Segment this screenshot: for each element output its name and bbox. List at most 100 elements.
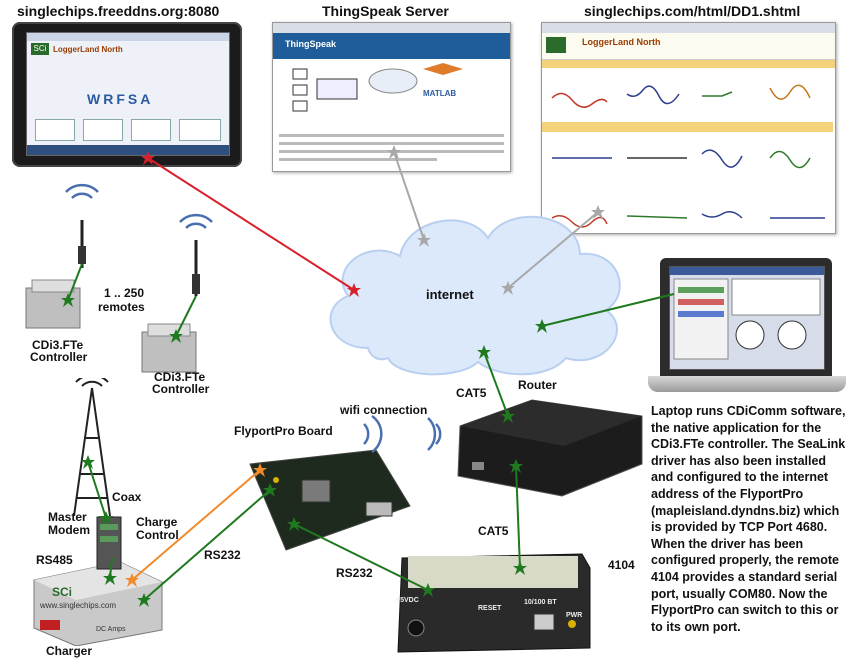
label-wifi: wifi connection [340, 403, 428, 417]
label-4104: 4104 [608, 558, 635, 572]
label-charge-2: Control [136, 528, 179, 542]
laptop-base [648, 376, 846, 392]
antenna-right [192, 240, 200, 296]
charger-dc-label: DC Amps [96, 626, 126, 633]
label-master-2: Modem [48, 523, 90, 537]
label-rs485: RS485 [36, 553, 73, 567]
internet-cloud [329, 215, 621, 376]
label-charger: Charger [46, 644, 93, 658]
link-star [347, 283, 361, 297]
link-thingspeak-internet [393, 151, 425, 241]
thingspeak-diagram [292, 63, 463, 112]
box-pwr-label: PWR [566, 612, 583, 619]
link-star [501, 409, 515, 423]
link-star [169, 329, 183, 343]
charger-site: www.singlechips.com [40, 601, 117, 610]
label-rs232-left: RS232 [204, 548, 241, 562]
dd1-charts [542, 84, 833, 228]
label-thingspeak: ThingSpeak Server [322, 3, 449, 19]
link-router-4104 [515, 465, 521, 569]
laptop-description: Laptop runs CDiComm software, the native… [651, 404, 846, 634]
label-controller-2a: CDi3.FTe [154, 370, 206, 384]
sci-logo [546, 37, 566, 53]
link-star [513, 561, 527, 575]
browser-bar [542, 23, 835, 33]
thingspeak-banner: ThingSpeak [273, 33, 510, 59]
thingspeak-screenshot: ThingSpeak MATLAB [272, 22, 511, 172]
link-dd1-internet [507, 211, 599, 289]
tablet-screen: SCi LoggerLand North WRFSA [26, 32, 230, 156]
link-star [535, 319, 549, 333]
dd1-header: LoggerLand North [542, 33, 835, 60]
tablet-device: SCi LoggerLand North WRFSA [12, 22, 242, 167]
dd1-title: LoggerLand North [582, 37, 661, 47]
label-dd1: singlechips.com/html/DD1.shtml [584, 3, 801, 19]
link-star [287, 517, 301, 531]
label-coax: Coax [112, 490, 142, 504]
tablet-browser-bar [27, 33, 229, 41]
link-star [421, 583, 435, 597]
link-tower-modem [87, 461, 107, 519]
label-rs232-right: RS232 [336, 566, 373, 580]
label-remotes-2: remotes [98, 300, 145, 314]
tablet-taskbar [27, 145, 229, 155]
link-star [103, 571, 117, 585]
label-remotes-1: 1 .. 250 [104, 286, 145, 300]
wifi-icon [179, 213, 213, 229]
link-star [141, 151, 155, 165]
link-star [477, 345, 491, 359]
link-star [99, 511, 113, 525]
label-master-1: Master [48, 510, 87, 524]
wifi-icon [65, 183, 99, 199]
laptop [648, 258, 846, 398]
tablet-plot [83, 119, 123, 141]
dd1-status-strip [542, 60, 835, 68]
tablet-plot [131, 119, 171, 141]
label-controller-2b: Controller [152, 382, 210, 396]
laptop-lid [660, 258, 832, 376]
tablet-plot [179, 119, 221, 141]
link-star [61, 293, 75, 307]
controller-right [141, 323, 197, 373]
flyportpro-board [249, 449, 411, 551]
browser-bar [273, 23, 510, 33]
label-charge-1: Charge [136, 515, 178, 529]
sci-logo: SCi [31, 43, 49, 55]
tablet-wordmark: WRFSA [87, 91, 154, 107]
dd1-screenshot: LoggerLand North [541, 22, 836, 234]
label-flyport: FlyportPro Board [234, 424, 333, 438]
link-rs232-left [143, 489, 271, 601]
antenna-left [78, 220, 86, 268]
cdicomm-window [670, 267, 824, 360]
thingspeak-page: MATLAB [273, 59, 510, 171]
label-cat5-top: CAT5 [456, 386, 487, 400]
charger-logo: SCi [52, 585, 73, 599]
label-cat5-bottom: CAT5 [478, 524, 509, 538]
link-tablet-internet [147, 157, 355, 291]
link-internet-laptop [541, 293, 675, 327]
link-rs232-right [293, 523, 429, 591]
link-star [417, 233, 431, 247]
label-controller-1b: Controller [30, 350, 88, 364]
link-remote-antenna-right [175, 295, 197, 337]
link-star [81, 455, 95, 469]
thingspeak-brand: ThingSpeak [285, 39, 337, 49]
matlab-logo: MATLAB [423, 89, 457, 98]
link-remote-antenna-left [67, 263, 83, 301]
label-internet: internet [426, 287, 474, 302]
box-reset-label: RESET [478, 605, 502, 612]
label-controller-1a: CDi3.FTe [32, 338, 84, 352]
link-internet-router [483, 351, 509, 417]
laptop-screen [669, 266, 825, 370]
tablet-page-header: LoggerLand North [53, 45, 123, 54]
wifi-icon [427, 417, 442, 451]
box-4104 [397, 553, 591, 653]
box-power-label: +5VDC [396, 597, 419, 604]
link-charge-control [131, 469, 261, 581]
tablet-plot [35, 119, 75, 141]
label-freeddns: singlechips.freeddns.org:8080 [17, 3, 220, 19]
label-router: Router [518, 378, 557, 392]
wifi-icon [363, 414, 383, 454]
link-star [387, 145, 401, 159]
